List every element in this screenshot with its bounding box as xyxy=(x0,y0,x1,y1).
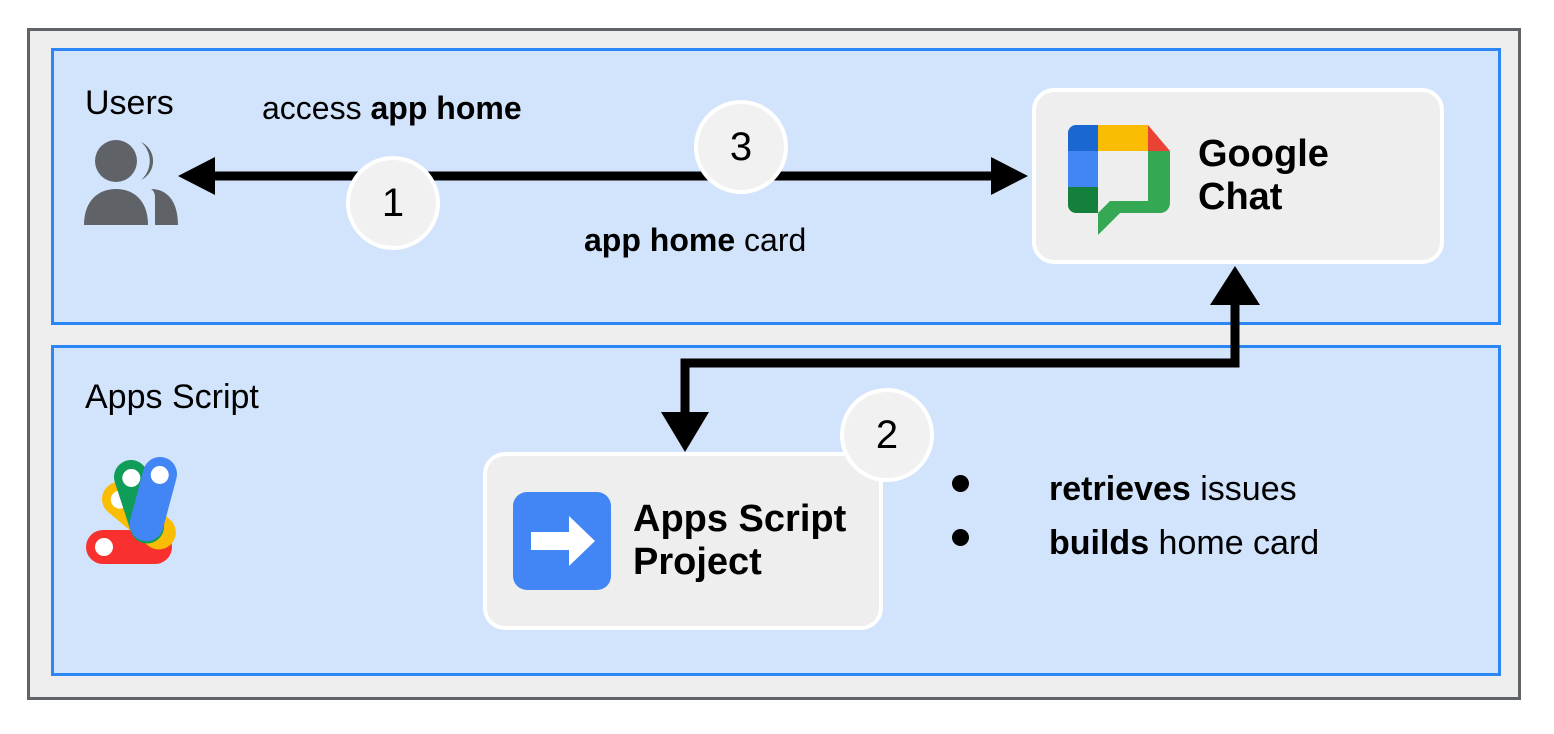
list-item: retrieves issues xyxy=(952,470,1319,524)
arrow-label-app-home-card: app home card xyxy=(584,222,806,259)
arrow-label-access-prefix: access xyxy=(262,90,371,126)
arrow-label-access: access app home xyxy=(262,90,522,127)
list-item-bold: builds xyxy=(1049,524,1150,562)
node-google-chat[interactable]: Google Chat xyxy=(1032,88,1444,264)
step-badge-3: 3 xyxy=(694,100,788,194)
step-badge-1: 1 xyxy=(346,156,440,250)
bullet-dot-icon xyxy=(952,475,969,492)
users-icon xyxy=(79,139,183,225)
list-item-rest: home card xyxy=(1149,524,1320,562)
arrow-label-card-bold: app home xyxy=(584,222,736,258)
panel-title-apps-script: Apps Script xyxy=(85,378,259,416)
list-item-text: builds home card xyxy=(1049,524,1319,563)
arrow-label-access-bold: app home xyxy=(370,90,522,126)
node-google-chat-label: Google Chat xyxy=(1198,133,1329,218)
list-item-bold: retrieves xyxy=(1049,470,1191,508)
list-item-text: retrieves issues xyxy=(1049,470,1297,509)
list-item: builds home card xyxy=(952,524,1319,578)
step-badge-2: 2 xyxy=(840,388,934,482)
apps-script-actions-list: retrieves issues builds home card xyxy=(952,470,1319,578)
node-apps-script-project-label: Apps Script Project xyxy=(633,498,847,583)
bullet-dot-icon xyxy=(952,529,969,546)
panel-title-users: Users xyxy=(85,84,174,122)
google-chat-logo-icon xyxy=(1058,117,1176,235)
node-apps-script-project[interactable]: Apps Script Project xyxy=(483,452,883,630)
arrow-label-card-suffix: card xyxy=(735,222,807,258)
apps-script-project-icon xyxy=(513,492,611,590)
apps-script-logo-icon xyxy=(78,442,204,568)
list-item-rest: issues xyxy=(1190,470,1297,508)
